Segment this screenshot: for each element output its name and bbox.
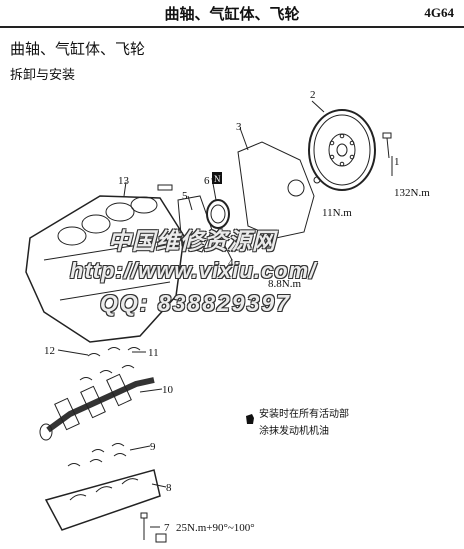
upper-bearings-part <box>79 347 141 381</box>
section-title: 曲轴、气缸体、飞轮 <box>10 40 146 58</box>
callout-10: 10 <box>162 384 174 396</box>
oil-seal-case-part <box>177 195 213 253</box>
callout-9: 9 <box>150 441 156 453</box>
callout-3: 3 <box>236 121 242 133</box>
callout-5: 5 <box>182 190 188 202</box>
bearing-cap-part <box>44 469 161 531</box>
torque-cap-bolt: 25N.m+90°~100° <box>176 522 255 534</box>
oil-can-icon <box>246 414 254 424</box>
header-model-code: 4G64 <box>424 5 454 20</box>
callout-6: 6 <box>204 175 210 187</box>
flywheel-part <box>308 109 376 191</box>
crankshaft-part <box>39 373 155 441</box>
lubrication-note: 安装时在所有活动部 涂抹发动机机油 <box>241 406 361 440</box>
cap-bolt <box>140 512 167 543</box>
oil-seal-part <box>206 199 230 229</box>
callout-4: 4 <box>228 257 234 269</box>
torque-flywheel-bolt: 132N.m <box>394 187 430 199</box>
watermark-url: http://www.vixiu.com/ <box>70 258 317 283</box>
cylinder-block-part <box>25 195 185 343</box>
callout-marker-n: N <box>214 174 221 184</box>
header-title: 曲轴、气缸体、飞轮 <box>164 5 300 23</box>
watermark-site-name: 中国维修资源网 <box>108 228 276 254</box>
callout-11: 11 <box>148 347 159 359</box>
torque-case-bolt: 8.8N.m <box>268 278 301 290</box>
callout-8: 8 <box>166 482 172 494</box>
watermark-qq: QQ: 838829397 <box>100 290 291 316</box>
page-header: 曲轴、气缸体、飞轮 4G64 <box>0 0 464 28</box>
torque-plate-bolt: 11N.m <box>322 207 352 219</box>
note-line-2: 涂抹发动机机油 <box>259 426 329 437</box>
callout-13: 13 <box>118 175 130 187</box>
flywheel-bolt <box>382 132 392 159</box>
callout-7: 7 <box>164 522 170 534</box>
subtitle: 拆卸与安装 <box>10 68 76 83</box>
note-line-1: 安装时在所有活动部 <box>259 409 349 420</box>
callout-2: 2 <box>310 89 316 101</box>
callout-1: 1 <box>394 156 400 168</box>
callout-12: 12 <box>44 345 55 357</box>
exploded-view-diagram: 2 1 3 6 N 5 4 13 12 11 10 9 8 7 132N.m 1… <box>25 89 430 543</box>
rear-plate-part <box>237 141 315 239</box>
